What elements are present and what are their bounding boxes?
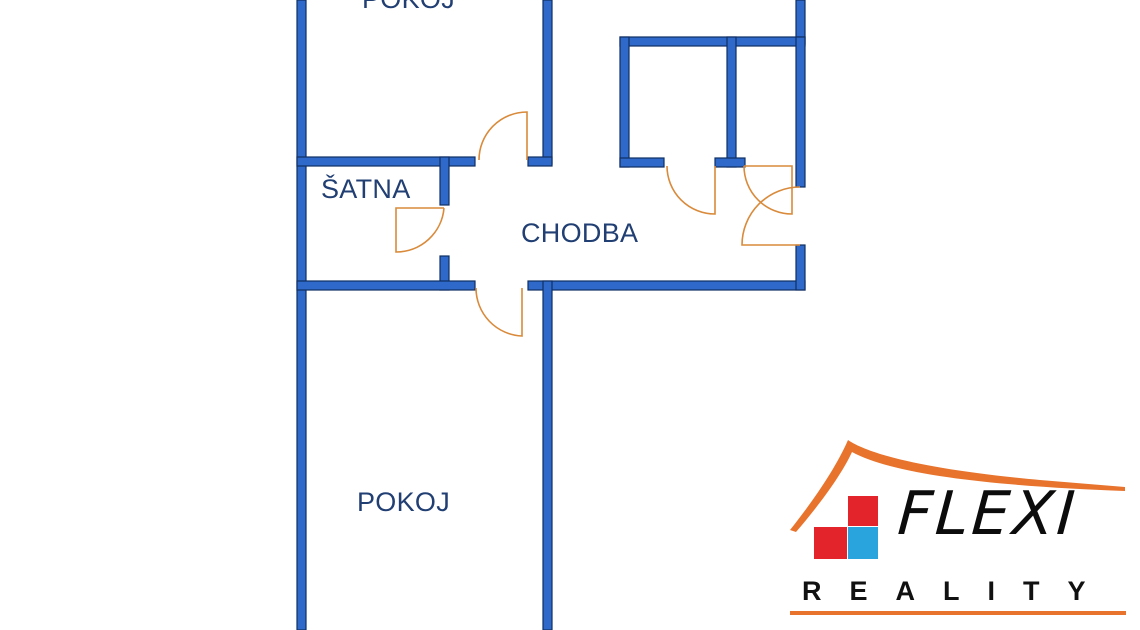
logo-name: FLEXI (895, 479, 1081, 549)
door-bottom-room (475, 287, 523, 337)
wall-top-room-bottom-left (296, 156, 476, 167)
logo-roof (790, 440, 1125, 532)
wall-bath-divider (726, 36, 737, 168)
label-hallway: CHODBA (521, 218, 638, 248)
logo-square-red-bottom (814, 527, 847, 559)
wall-bath-bottom-left (619, 157, 665, 168)
logo-graphic (790, 440, 1126, 615)
wall-hallway-bottom-right (527, 280, 806, 291)
label-closet: ŠATNA (321, 173, 411, 204)
label-bottom-room: POKOJ (357, 487, 450, 517)
wall-left-outer (296, 0, 307, 630)
wall-hallway-bottom-left (296, 280, 476, 291)
wall-right-mid (795, 36, 806, 188)
door-closet (395, 207, 445, 253)
room-labels: POKOJ ŠATNA CHODBA POKOJ (321, 0, 638, 517)
door-top-room (478, 111, 528, 161)
wall-top-room-right (542, 0, 553, 165)
label-top-room: POKOJ (362, 0, 455, 14)
wall-top-room-bottom-right (527, 156, 553, 167)
logo-square-blue (848, 527, 878, 559)
walls (296, 0, 806, 630)
logo-tagline: REALITY (802, 576, 1114, 606)
door-bathroom (666, 165, 716, 215)
wall-closet-right-top (439, 156, 450, 206)
wall-bath-top (619, 36, 806, 47)
door-entrance (741, 186, 801, 246)
wall-bottom-room-right (542, 280, 553, 630)
logo-underline (790, 611, 1126, 615)
wall-right-lower (795, 244, 806, 291)
doors (395, 111, 801, 337)
door-wc (743, 165, 793, 215)
wall-bath-left (619, 36, 630, 168)
logo-square-red-top (848, 496, 878, 526)
wall-bath-bottom-mid (714, 157, 746, 168)
